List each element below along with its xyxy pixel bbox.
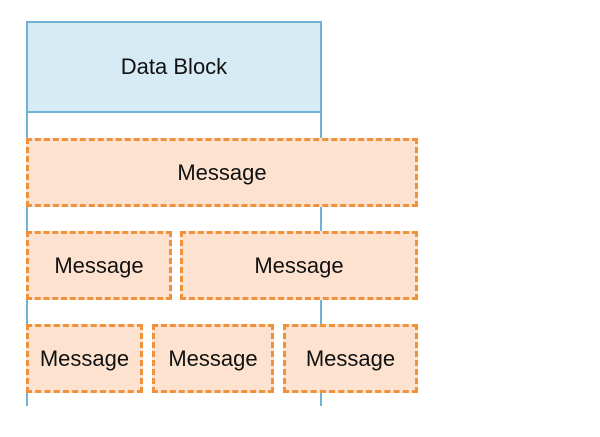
message-box: Message <box>26 138 418 207</box>
message-label: Message <box>177 159 267 185</box>
message-label: Message <box>254 252 344 278</box>
message-box: Message <box>26 324 143 393</box>
message-label: Message <box>305 345 396 371</box>
message-label: Message <box>39 345 130 371</box>
message-label: Message <box>168 345 258 371</box>
message-label: Message <box>54 252 144 278</box>
message-box: Message <box>283 324 418 393</box>
message-box: Message <box>180 231 418 300</box>
message-box: Message <box>26 231 172 300</box>
left-boundary-line <box>26 22 28 406</box>
right-boundary-line <box>320 22 322 406</box>
data-block-label: Data Block <box>120 54 228 79</box>
message-box: Message <box>152 324 274 393</box>
data-block: Data Block <box>26 21 322 113</box>
